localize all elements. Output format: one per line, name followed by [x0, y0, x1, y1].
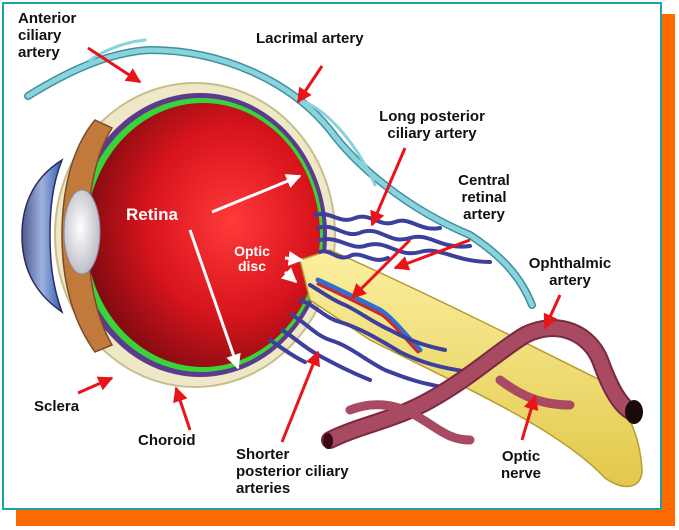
pointer-arrows [77, 46, 562, 443]
label-optic-disc: Optic disc [234, 243, 270, 274]
label-sclera: Sclera [34, 398, 80, 415]
label-optic-nerve: Optic nerve [500, 448, 542, 482]
label-shorter-posterior-ciliary-arteries: Shorter posterior ciliary arteries [236, 446, 349, 497]
artery-end-opening [323, 433, 333, 449]
label-ophthalmic-artery: Ophthalmic artery [528, 255, 612, 289]
lacrimal-artery [24, 38, 536, 309]
retina-pointer-arrows [188, 174, 304, 370]
lens [63, 189, 101, 275]
label-lacrimal-artery: Lacrimal artery [256, 30, 364, 47]
ciliary-arteries [268, 211, 492, 390]
label-choroid: Choroid [138, 432, 196, 449]
ophthalmic-artery-vessel [321, 319, 641, 449]
cornea [21, 158, 64, 314]
ophthalmic-artery-opening [625, 400, 643, 424]
label-anterior-ciliary-artery: Anterior ciliary artery [18, 10, 77, 61]
label-central-retinal-artery: Central retinal artery [458, 172, 510, 223]
retina-body [86, 103, 320, 367]
label-retina: Retina [126, 205, 178, 224]
label-long-posterior-ciliary-artery: Long posterior ciliary artery [379, 108, 485, 142]
